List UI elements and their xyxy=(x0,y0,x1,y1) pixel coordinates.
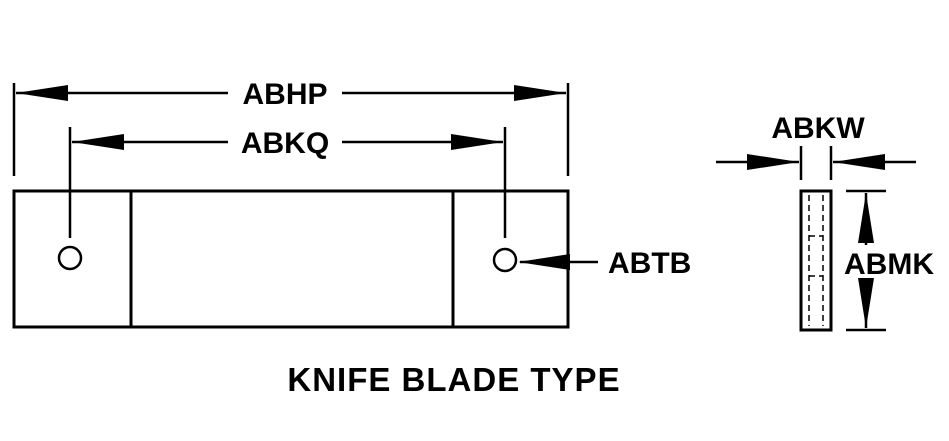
abkq-label: ABKQ xyxy=(241,127,329,160)
mounting-hole-right xyxy=(492,247,518,273)
abtb-label: ABTB xyxy=(608,247,691,280)
abkq-dimension: ABKQ xyxy=(68,127,507,238)
abmk-arrow-bottom xyxy=(858,278,874,328)
abmk-arrow-top xyxy=(858,193,874,243)
abtb-callout: ABTB xyxy=(518,247,691,280)
abkq-arrow-left xyxy=(72,134,124,150)
blade-side-view xyxy=(799,189,833,332)
mounting-hole-left xyxy=(57,245,83,271)
abkw-arrow-right xyxy=(833,154,885,170)
abkw-dimension: ABKW xyxy=(716,112,916,180)
blade-outline xyxy=(12,189,570,329)
abkq-arrow-right xyxy=(451,134,503,150)
abhp-dimension: ABHP xyxy=(12,78,570,176)
abtb-arrow xyxy=(518,254,570,270)
abkw-arrow-left xyxy=(747,154,799,170)
abmk-dimension: ABMK xyxy=(844,189,934,332)
side-view-outline xyxy=(799,189,833,332)
abhp-label: ABHP xyxy=(242,78,327,111)
abhp-arrow-right xyxy=(514,85,566,101)
abhp-arrow-left xyxy=(16,85,68,101)
abkw-label: ABKW xyxy=(771,112,865,145)
blade-front-view xyxy=(12,189,570,329)
abmk-label: ABMK xyxy=(844,248,934,281)
diagram-title: KNIFE BLADE TYPE xyxy=(287,361,620,398)
